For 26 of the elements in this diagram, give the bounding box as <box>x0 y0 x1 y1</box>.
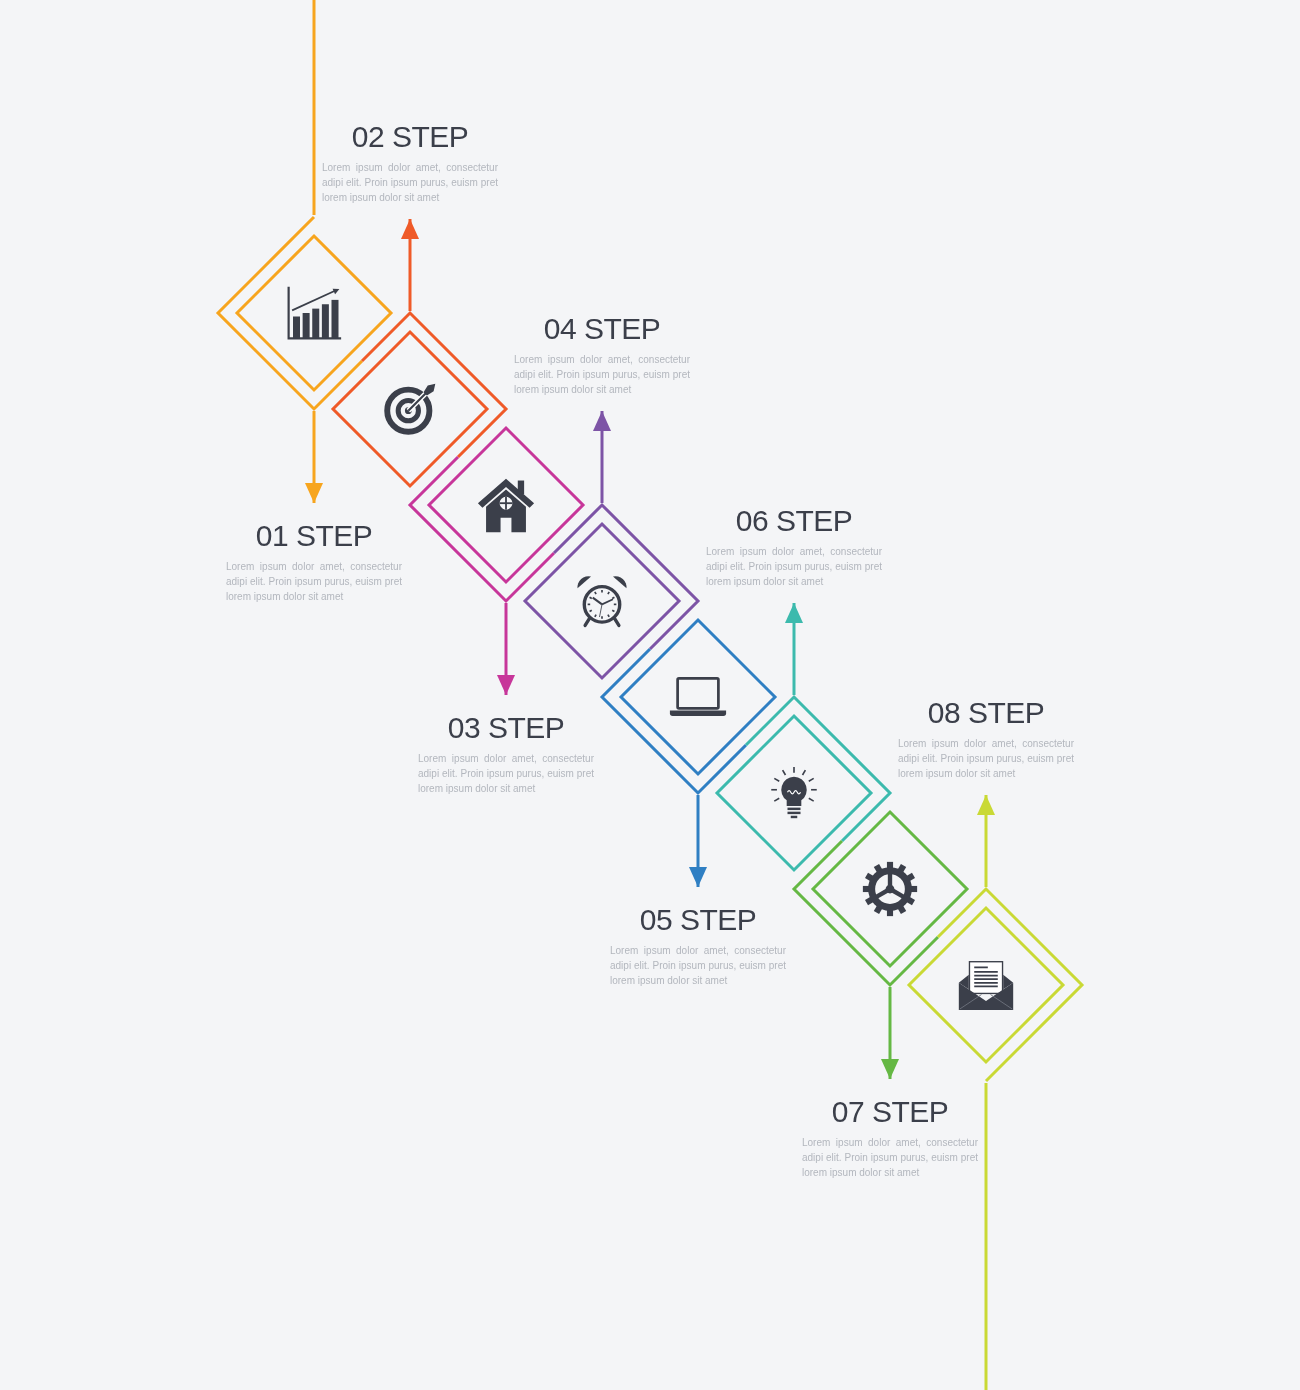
arrow <box>305 411 323 503</box>
step-description: Lorem ipsum dolor amet, consectetur adipi elit. Proin ipsum purus, euism pret lorem ipsum dolor sit amet <box>322 161 498 205</box>
step-heading: 04 STEP <box>543 312 661 346</box>
step-description: Lorem ipsum dolor amet, consectetur adipi elit. Proin ipsum purus, euism pret lorem ipsum dolor sit amet <box>226 560 402 604</box>
arrow <box>977 795 995 887</box>
connector-line <box>984 1083 988 1390</box>
arrow <box>881 987 899 1079</box>
step-description: Lorem ipsum dolor amet, consectetur adipi elit. Proin ipsum purus, euism pret lorem ipsum dolor sit amet <box>418 752 594 796</box>
arrow <box>689 795 707 887</box>
arrow <box>497 603 515 695</box>
step-description: Lorem ipsum dolor amet, consectetur adipi elit. Proin ipsum purus, euism pret lorem ipsum dolor sit amet <box>706 545 882 589</box>
step-heading: 06 STEP <box>735 504 853 538</box>
step-heading: 05 STEP <box>639 903 757 937</box>
step-description: Lorem ipsum dolor amet, consectetur adipi elit. Proin ipsum purus, euism pret lorem ipsum dolor sit amet <box>802 1136 978 1180</box>
step-heading: 02 STEP <box>351 120 469 154</box>
arrow <box>593 411 611 503</box>
step-description: Lorem ipsum dolor amet, consectetur adipi elit. Proin ipsum purus, euism pret lorem ipsum dolor sit amet <box>610 944 786 988</box>
connector-line <box>312 0 316 215</box>
step-heading: 07 STEP <box>831 1095 949 1129</box>
step-description: Lorem ipsum dolor amet, consectetur adipi elit. Proin ipsum purus, euism pret lorem ipsum dolor sit amet <box>514 353 690 397</box>
step-heading: 08 STEP <box>927 696 1045 730</box>
step-description: Lorem ipsum dolor amet, consectetur adipi elit. Proin ipsum purus, euism pret lorem ipsum dolor sit amet <box>898 737 1074 781</box>
arrow <box>785 603 803 695</box>
step-heading: 03 STEP <box>447 711 565 745</box>
step-heading: 01 STEP <box>255 519 373 553</box>
arrow <box>401 219 419 311</box>
